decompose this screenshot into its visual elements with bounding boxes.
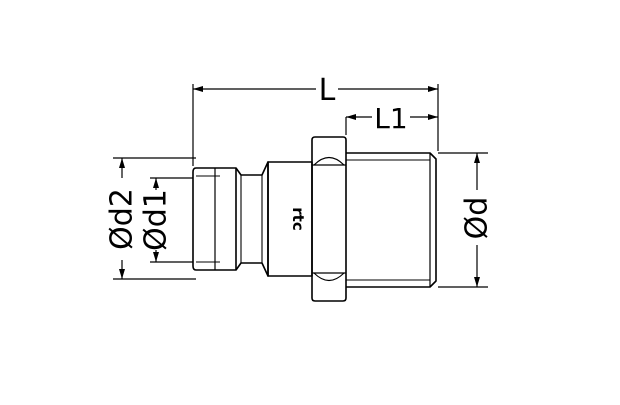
label-outer-diameter: Ød (460, 197, 495, 240)
dimension-collar-diameter (113, 157, 196, 280)
part-body (192, 136, 437, 302)
dimension-thread-length (345, 114, 438, 135)
label-bore-diameter: Ød1 (139, 189, 174, 251)
plug-nose (192, 167, 237, 271)
label-thread-length: L1 (374, 102, 407, 135)
rtc-logo: rtc (289, 207, 307, 230)
dimension-bore-diameter (150, 177, 193, 263)
threaded-end (346, 152, 437, 288)
dimension-outer-diameter (438, 152, 488, 288)
label-collar-diameter: Ød2 (105, 188, 140, 250)
label-overall-length: L (319, 73, 336, 108)
hexagon (311, 136, 347, 302)
svg-text:rtc: rtc (289, 207, 307, 230)
